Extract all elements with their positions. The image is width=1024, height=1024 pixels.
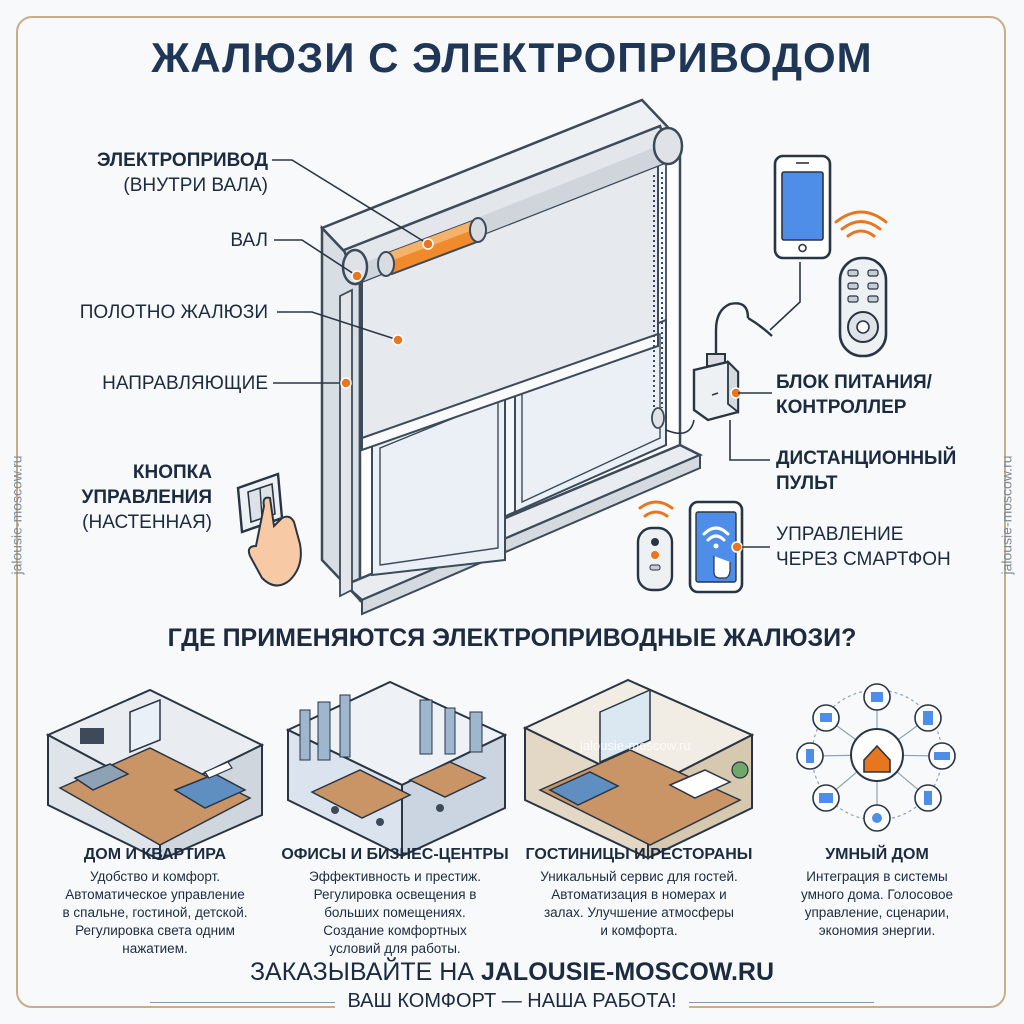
card-desc-home: Удобство и комфорт.Автоматическое управл… <box>62 869 248 956</box>
smartphone-top <box>769 154 832 331</box>
order-prefix: ЗАКАЗЫВАЙТЕ НА <box>249 958 475 986</box>
guide-rail <box>339 288 353 598</box>
callout-motor: ЭЛЕКТРОПРИВОД (ВНУТРИ ВАЛА) <box>97 150 268 196</box>
wall-switch <box>236 472 302 587</box>
slogan-text: ВАШ КОМФОРТ — НАША РАБОТА! <box>335 990 689 1012</box>
controller-cable <box>665 419 695 435</box>
callout-phone: УПРАВЛЕНИЕ ЧЕРЕЗ СМАРТФОН <box>776 524 951 570</box>
callout-remote: ДИСТАНЦИОННЫЙ ПУЛЬТ <box>776 448 957 494</box>
page-title: ЖАЛЮЗИ С ЭЛЕКТРОПРИВОДОМ <box>151 34 873 81</box>
card-title-office: ОФИСЫ И БИЗНЕС-ЦЕНТРЫ <box>281 846 509 863</box>
card-desc-hotel: Уникальный сервис для гостей.Автоматизац… <box>540 869 738 938</box>
home-illustration <box>45 688 265 860</box>
slogan-row: ВАШ КОМФОРТ — НАША РАБОТА! <box>150 990 874 1016</box>
remote-control-small <box>636 500 674 592</box>
callout-power: БЛОК ПИТАНИЯ/ КОНТРОЛЛЕР <box>776 372 932 418</box>
callout-fabric: ПОЛОТНО ЖАЛЮЗИ <box>79 302 268 323</box>
remote-callout-line <box>729 420 770 461</box>
bead-chain <box>651 172 665 429</box>
office-illustration <box>285 680 508 858</box>
section-title: ГДЕ ПРИМЕНЯЮТСЯ ЭЛЕКТРОПРИВОДНЫЕ ЖАЛЮЗИ? <box>167 624 857 652</box>
power-unit <box>692 302 773 422</box>
callout-lines-left <box>272 159 429 384</box>
remote-control-top <box>834 210 888 358</box>
callout-shaft: ВАЛ <box>230 230 268 251</box>
card-title-smart-home: УМНЫЙ ДОМ <box>825 846 929 863</box>
smart-home-illustration <box>796 683 956 832</box>
order-line: ЗАКАЗЫВАЙТЕ НА JALOUSIE-MOSCOW.RU <box>0 958 1024 987</box>
card-desc-office: Эффективность и престиж.Регулировка осве… <box>309 869 481 956</box>
callout-guides: НАПРАВЛЯЮЩИЕ <box>102 373 268 394</box>
hotel-illustration <box>522 678 755 860</box>
callout-dots-left <box>340 238 434 389</box>
order-site-link[interactable]: JALOUSIE-MOSCOW.RU <box>480 958 775 986</box>
watermark-text: jalousie-moscow.ru <box>579 738 691 753</box>
callout-wall-button: КНОПКА УПРАВЛЕНИЯ (НАСТЕННАЯ) <box>81 462 213 533</box>
card-illustrations: jalousie-moscow.ru <box>45 678 956 860</box>
blind-diagram <box>236 98 888 616</box>
smartphone-bottom <box>688 500 770 594</box>
card-title-hotel: ГОСТИНИЦЫ И РЕСТОРАНЫ <box>525 846 753 863</box>
card-title-home: ДОМ И КВАРТИРА <box>83 846 227 863</box>
